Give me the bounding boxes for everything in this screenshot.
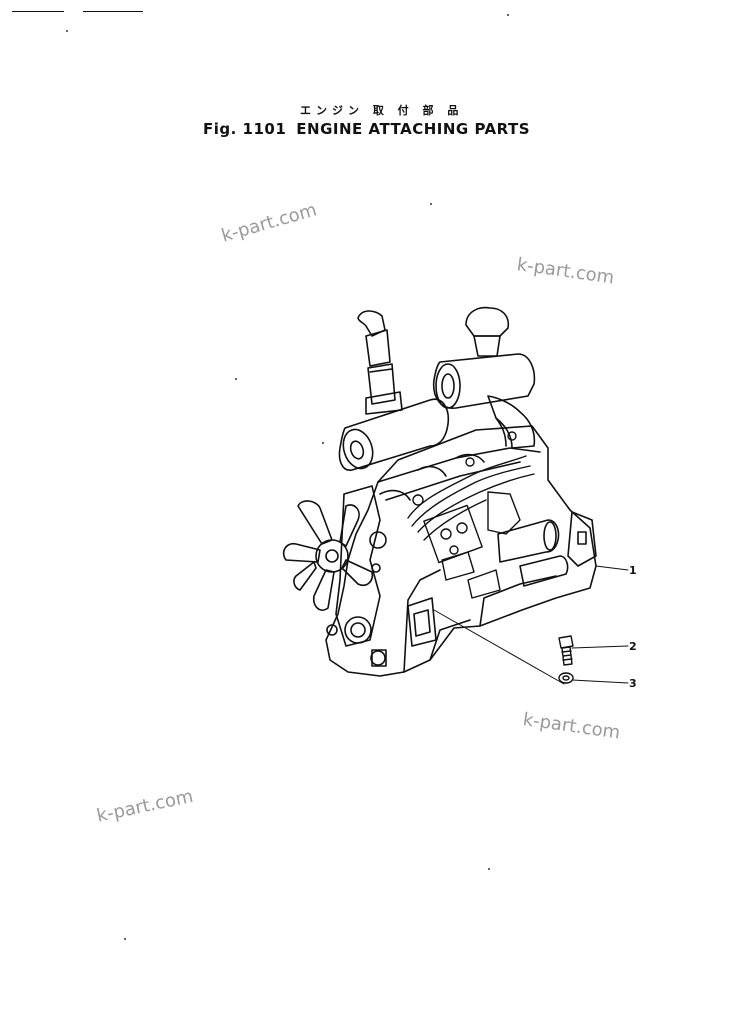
front-cover	[335, 485, 387, 667]
cooling-fan	[282, 500, 374, 636]
callout-number: 2	[629, 640, 637, 653]
scan-speck	[124, 938, 126, 940]
leader-lines	[433, 565, 629, 685]
callout-number: 3	[629, 677, 637, 690]
scan-speck	[507, 14, 509, 16]
title-japanese: エンジン 取 付 部 品	[300, 104, 464, 117]
exhaust-pipe	[357, 310, 403, 415]
figure-label: Fig. 1101	[203, 120, 287, 138]
washer	[558, 672, 574, 684]
figure-title: Fig. 1101 ENGINE ATTACHING PARTS	[203, 120, 530, 138]
callout-number: 1	[629, 564, 637, 577]
engine-block	[325, 425, 597, 677]
bolt	[558, 635, 574, 666]
scan-speck	[66, 30, 68, 32]
scan-speck	[235, 378, 237, 380]
engine-mount	[407, 597, 437, 647]
header-rule-right	[83, 11, 143, 12]
scan-speck	[488, 868, 490, 870]
header-rule-left	[12, 11, 64, 12]
air-cleaner	[432, 306, 536, 449]
title-english: ENGINE ATTACHING PARTS	[296, 120, 531, 138]
starter-motor	[497, 511, 597, 587]
scan-speck	[430, 203, 432, 205]
scan-speck	[322, 442, 324, 444]
fuel-lines	[407, 431, 535, 599]
